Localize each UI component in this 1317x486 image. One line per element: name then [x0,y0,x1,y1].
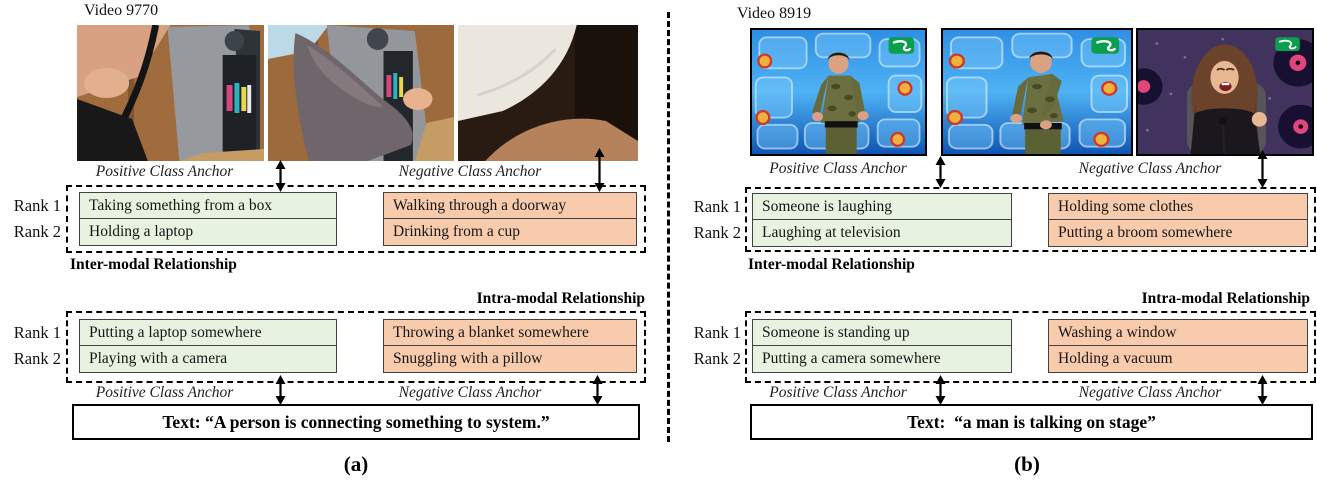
intra-positive-rank2-b: Putting a camera somewhere [752,345,1012,373]
intra-modal-relationship-label-b: Intra-modal Relationship [1141,290,1310,307]
negative-class-anchor-label-top-a: Negative Class Anchor [398,163,542,180]
inter-modal-dashed-box-a [66,185,646,253]
caption-a: (a) [343,452,369,476]
intra-modal-dashed-box-b [745,311,1316,383]
intra-positive-rank2-a: Playing with a camera [79,345,337,373]
caption-b: (b) [1014,452,1040,476]
intra-modal-dashed-box-a [66,311,646,383]
rank1-label-intra-a: Rank 1 [13,323,61,342]
video-label-a: Video 9770 [84,2,159,19]
negative-class-anchor-label-bottom-b: Negative Class Anchor [1078,384,1222,401]
negative-class-anchor-label-bottom-a: Negative Class Anchor [398,384,542,401]
text-query-box-a: Text: “A person is connecting something … [72,404,640,440]
inter-negative-rank1-a: Walking through a doorway [383,192,637,219]
rank2-label-inter-b: Rank 2 [693,223,741,242]
panel-separator [667,12,670,442]
video-9770-frame-2 [268,25,454,161]
intra-positive-rank1-a: Putting a laptop somewhere [79,319,337,346]
inter-negative-rank2-a: Drinking from a cup [383,218,637,246]
inter-positive-rank2-a: Holding a laptop [79,218,337,246]
double-arrow-icon [592,375,603,405]
rank1-label-intra-b: Rank 1 [693,323,741,342]
video-8919-frame-1 [750,28,927,156]
inter-modal-dashed-box-b [745,187,1316,252]
inter-modal-relationship-label-a: Inter-modal Relationship [70,256,237,273]
inter-positive-rank1-a: Taking something from a box [79,192,337,219]
rank2-label-intra-a: Rank 2 [13,349,61,368]
frame-art-b3 [1138,30,1312,154]
double-arrow-icon [1257,150,1268,188]
video-8919-frame-3 [1136,28,1314,156]
double-arrow-icon [275,375,286,405]
frame-art-a3 [458,25,638,161]
intra-modal-relationship-label-a: Intra-modal Relationship [476,290,645,307]
inter-positive-rank2-b: Laughing at television [752,219,1012,247]
rank1-label-inter-a: Rank 1 [13,196,61,215]
frame-art-a1 [77,25,264,161]
double-arrow-icon [1257,375,1268,405]
text-query-box-b: Text: “a man is talking on stage” [750,404,1313,440]
positive-class-anchor-label-bottom-b: Positive Class Anchor [769,384,907,401]
rank2-label-inter-a: Rank 2 [13,222,61,241]
positive-class-anchor-label-bottom-a: Positive Class Anchor [95,384,234,401]
double-arrow-icon [935,375,946,405]
intra-negative-rank1-b: Washing a window [1048,319,1308,346]
frame-art-b2 [943,30,1131,154]
video-label-b: Video 8919 [737,5,812,22]
negative-class-anchor-label-top-b: Negative Class Anchor [1078,160,1222,177]
frame-art-b1 [752,30,925,154]
intra-negative-rank2-b: Holding a vacuum [1048,345,1308,373]
rank2-label-intra-b: Rank 2 [693,349,741,368]
inter-negative-rank2-b: Putting a broom somewhere [1048,219,1308,247]
intra-negative-rank1-a: Throwing a blanket somewhere [383,319,637,346]
video-9770-frame-3 [458,25,638,161]
positive-class-anchor-label-top-a: Positive Class Anchor [95,163,234,180]
inter-modal-relationship-label-b: Inter-modal Relationship [748,256,915,273]
intra-negative-rank2-a: Snuggling with a pillow [383,345,637,373]
inter-negative-rank1-b: Holding some clothes [1048,193,1308,220]
inter-positive-rank1-b: Someone is laughing [752,193,1012,220]
double-arrow-icon [935,156,946,188]
frame-art-a2 [268,25,454,161]
positive-class-anchor-label-top-b: Positive Class Anchor [769,160,907,177]
intra-positive-rank1-b: Someone is standing up [752,319,1012,346]
rank1-label-inter-b: Rank 1 [693,197,741,216]
video-9770-frame-1 [77,25,264,161]
video-8919-frame-2 [941,28,1133,156]
